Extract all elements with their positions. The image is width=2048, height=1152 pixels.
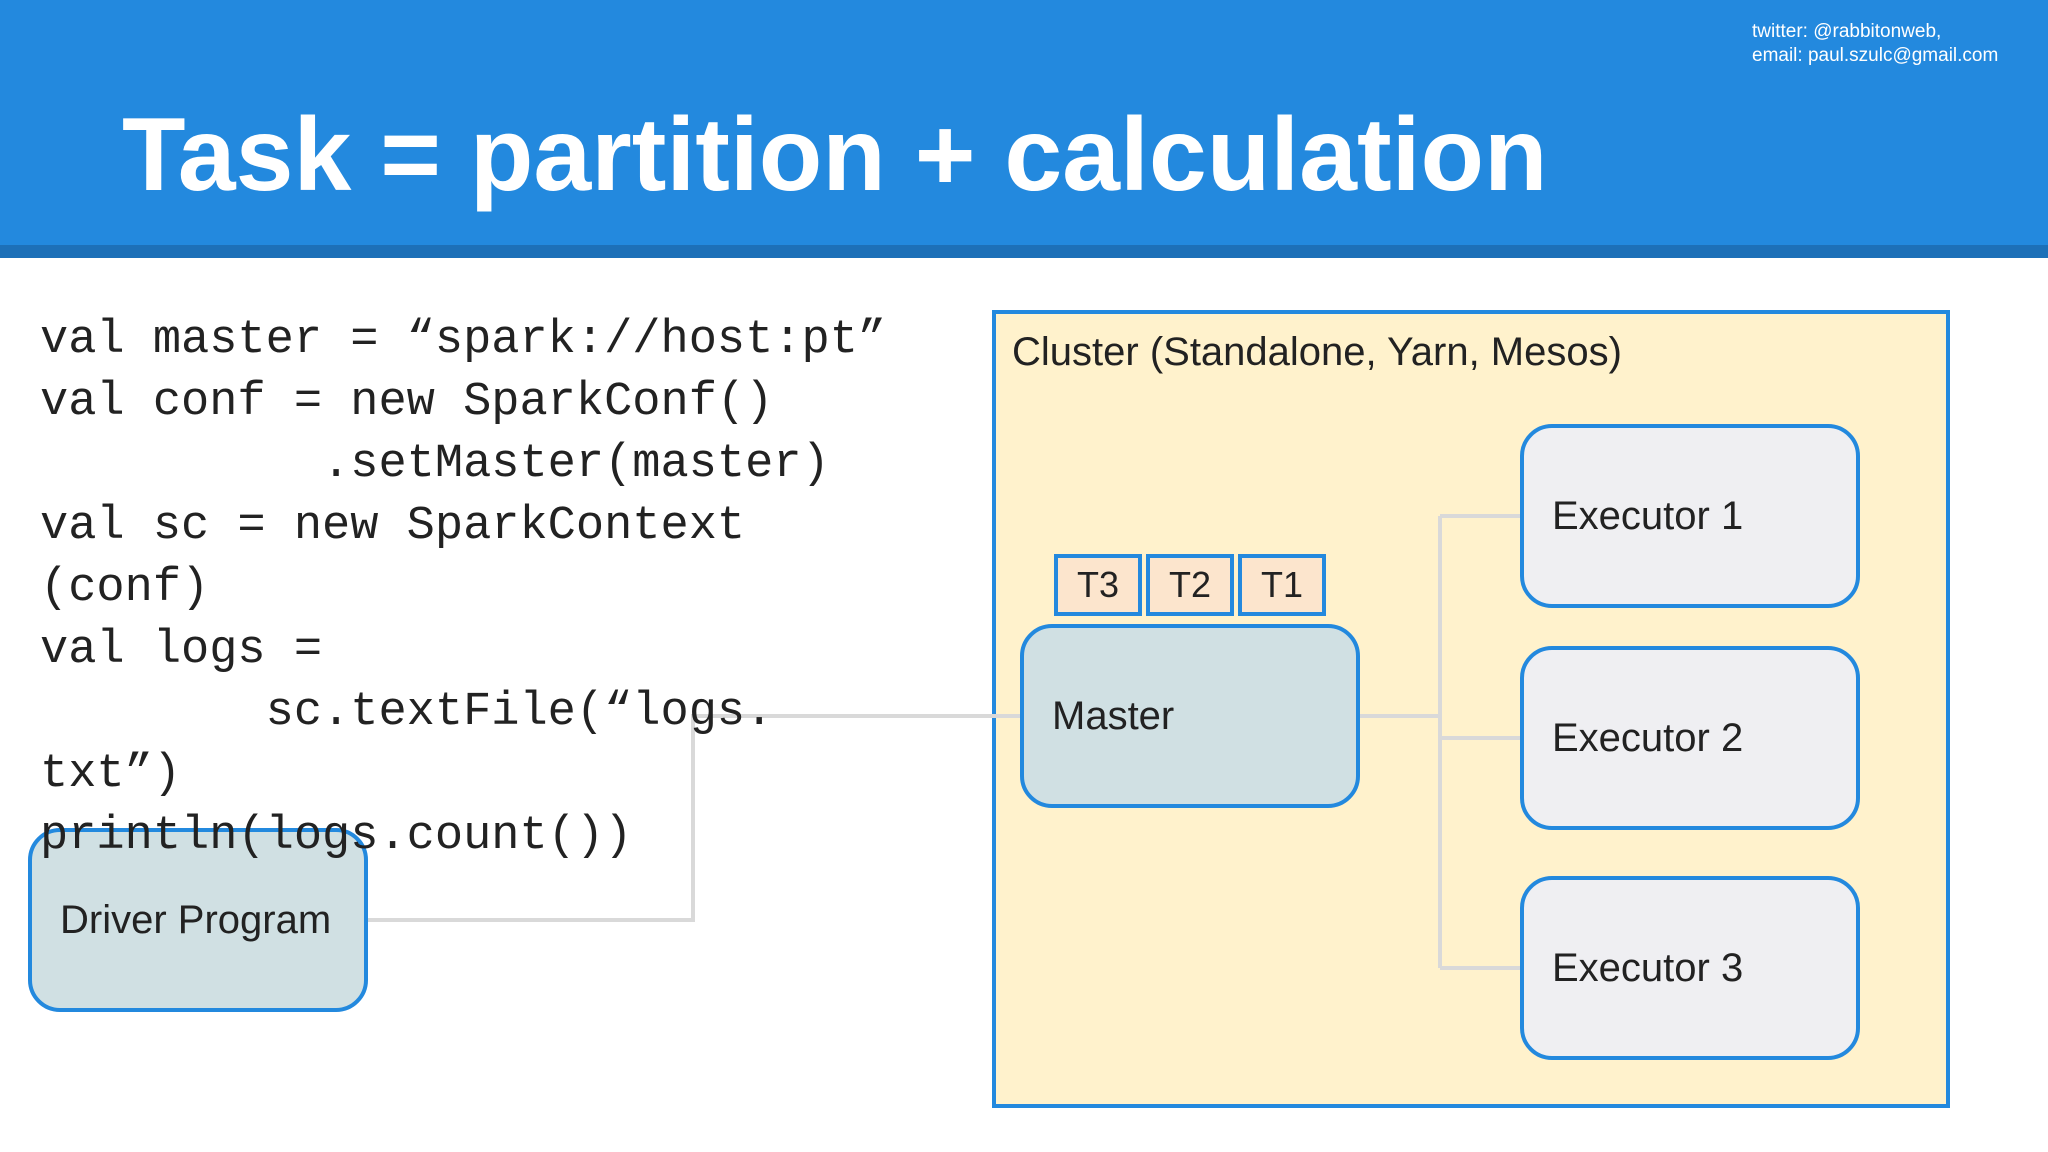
master-box: Master: [1020, 624, 1360, 808]
slide-header: [0, 0, 2048, 258]
executor-2-box: Executor 2: [1520, 646, 1860, 830]
code-line: val master = “spark://host:pt”: [40, 314, 887, 367]
code-line: (conf): [40, 562, 210, 615]
cluster-label: Cluster (Standalone, Yarn, Mesos): [1012, 330, 1622, 374]
task-t3: T3: [1054, 554, 1142, 616]
executor-label: Executor 3: [1552, 945, 1744, 990]
contact-twitter: twitter: @rabbitonweb,: [1752, 21, 1942, 42]
executor-3-box: Executor 3: [1520, 876, 1860, 1060]
executor-label: Executor 1: [1552, 493, 1744, 538]
contact-email: email: paul.szulc@gmail.com: [1752, 45, 1999, 66]
master-label: Master: [1052, 693, 1175, 738]
code-line: val conf = new SparkConf(): [40, 376, 774, 429]
code-line: println(logs.count()): [40, 810, 633, 863]
driver-program-label: Driver Program: [60, 897, 332, 942]
driver-program-box: Driver Program: [28, 828, 368, 1012]
task-t1: T1: [1238, 554, 1326, 616]
executor-1-box: Executor 1: [1520, 424, 1860, 608]
executor-label: Executor 2: [1552, 715, 1744, 760]
code-line: val sc = new SparkContext: [40, 500, 746, 553]
code-line: sc.textFile(“logs.: [40, 686, 774, 739]
slide-title: Task = partition + calculation: [122, 97, 1548, 213]
header-stripe: [0, 245, 2048, 258]
task-t2: T2: [1146, 554, 1234, 616]
code-line: val logs =: [40, 624, 323, 677]
code-line: .setMaster(master): [40, 438, 830, 491]
contact-info: twitter: @rabbitonweb, email: paul.szulc…: [1752, 20, 1998, 68]
driver-master-connector: [368, 714, 1020, 922]
code-block: val master = “spark://host:pt” val conf =…: [40, 310, 886, 868]
code-line: txt”): [40, 748, 182, 801]
